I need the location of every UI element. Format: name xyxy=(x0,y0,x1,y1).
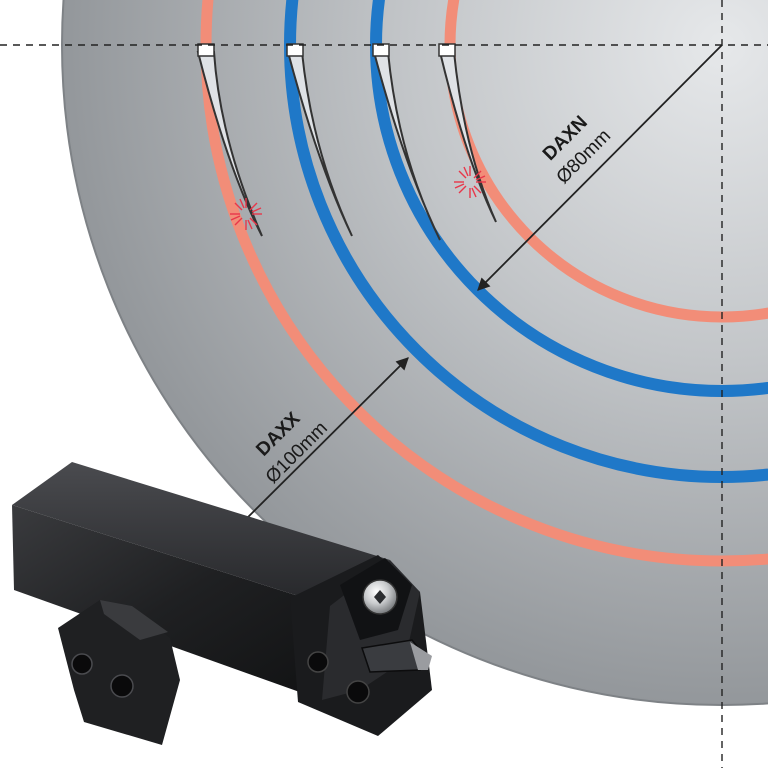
insert-edge xyxy=(410,642,432,670)
blade-plate xyxy=(58,600,180,745)
chip-curls xyxy=(196,43,497,241)
chip-curl-2 xyxy=(286,51,353,237)
insert-tip-3 xyxy=(372,43,390,57)
chip-curl-3 xyxy=(372,51,441,241)
chip-curl-1 xyxy=(196,51,263,237)
tool-shank-side xyxy=(12,505,330,700)
chip-curl-4 xyxy=(438,51,497,223)
tool-hole-1 xyxy=(307,651,329,673)
insert-tip-1 xyxy=(197,43,215,57)
insert-tip-4 xyxy=(438,43,456,57)
plate-hole-2 xyxy=(110,674,134,698)
insert-tip-2 xyxy=(286,43,304,57)
daxx-diameter-line xyxy=(239,357,409,526)
torx-recess xyxy=(374,590,386,604)
tool-holder xyxy=(12,462,432,736)
spark-burst-icon xyxy=(230,198,262,230)
tool-shank-top xyxy=(12,462,390,606)
blade-plate-top xyxy=(100,600,168,640)
plate-hole-1 xyxy=(71,653,93,675)
tool-hole-2 xyxy=(346,680,370,704)
daxn-diameter-line xyxy=(477,44,723,291)
spark-burst-icon xyxy=(454,166,486,198)
